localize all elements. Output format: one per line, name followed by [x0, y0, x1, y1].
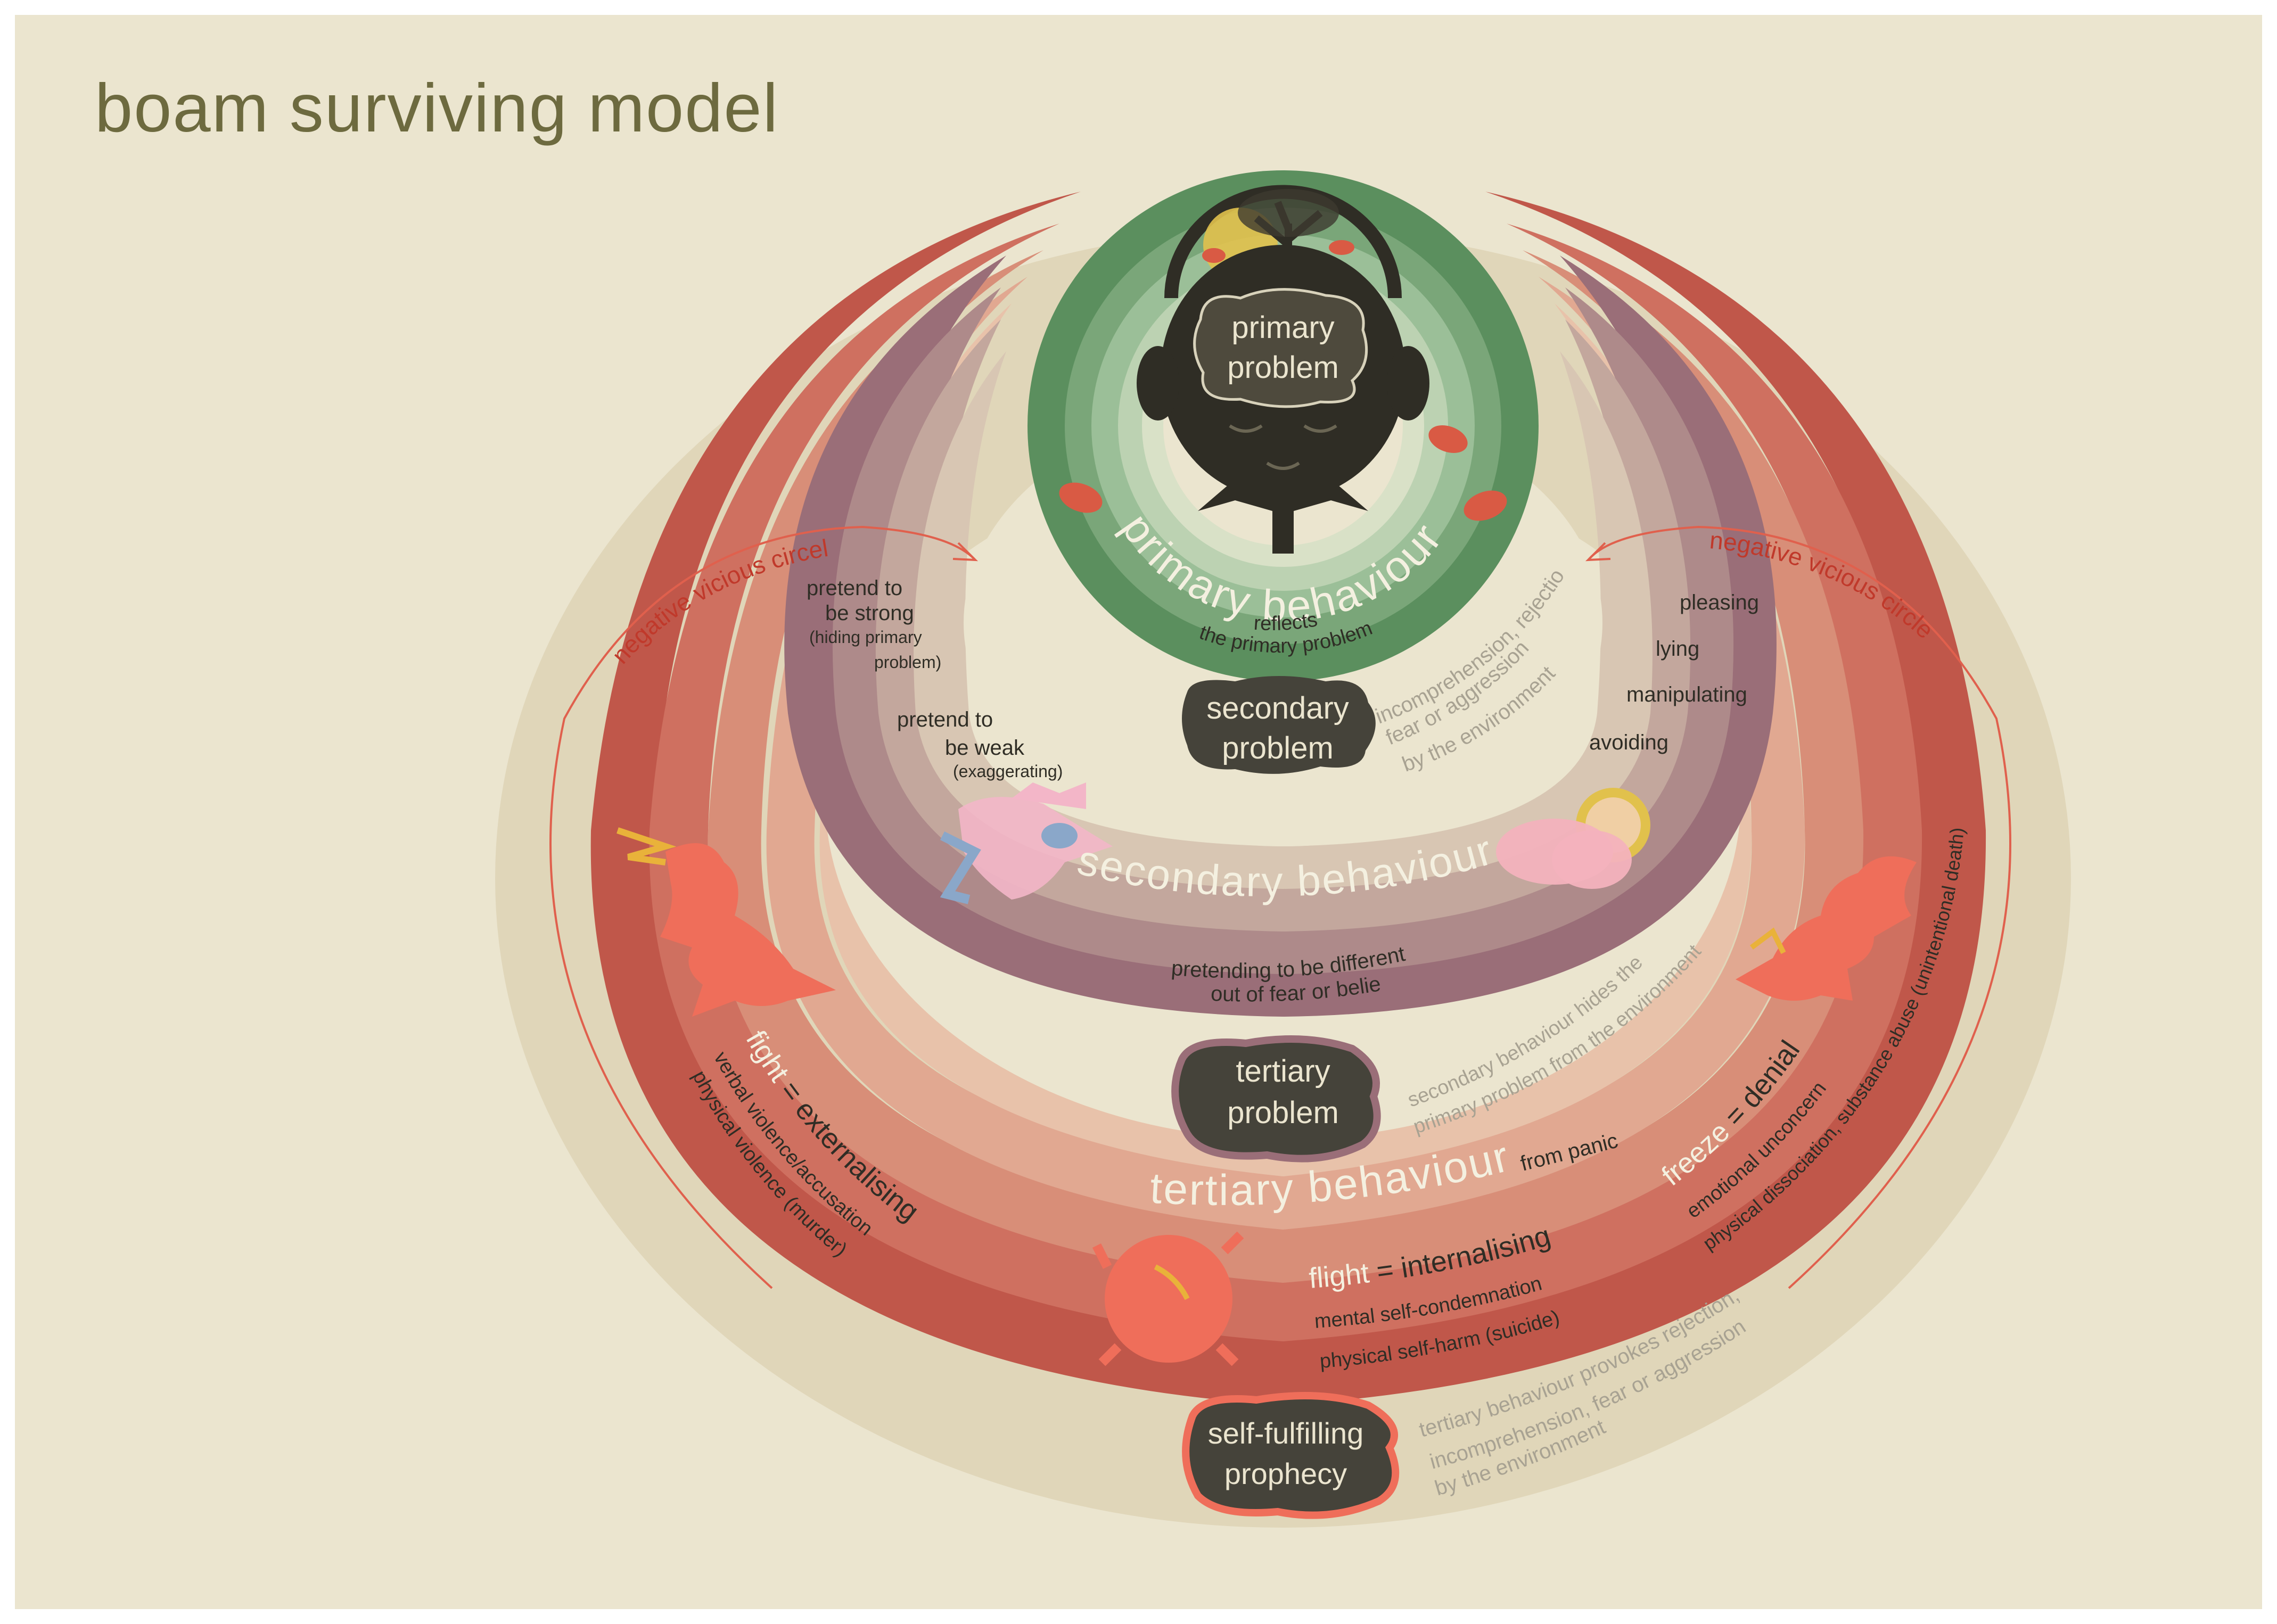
- page-title: boam surviving model: [95, 70, 779, 146]
- secondary-problem-blob: [1182, 676, 1376, 774]
- strategy-pleasing: pleasing: [1680, 591, 1759, 614]
- freeze-dragon-illustration: [1736, 856, 1917, 1001]
- flight-word: flight: [1308, 1257, 1371, 1295]
- self-fulfilling-line-1: self-fulfilling: [1208, 1416, 1364, 1450]
- tertiary-problem-line-1: tertiary: [1236, 1054, 1330, 1089]
- meditating-head-illustration: [1059, 185, 1507, 554]
- strategy-lying: lying: [1656, 637, 1699, 661]
- primary-problem-line-2: problem: [1227, 350, 1339, 385]
- fairy-illustration: [940, 782, 1113, 904]
- tertiary-problem-line-2: problem: [1227, 1095, 1339, 1130]
- strategy-strong-3: (hiding primary: [809, 628, 922, 647]
- fight-dragon-illustration: [616, 827, 836, 1017]
- flight-dragon-illustration: [1092, 1231, 1244, 1366]
- cloud-sun-illustration: [1496, 788, 1650, 889]
- self-fulfilling-line-2: prophecy: [1224, 1457, 1347, 1490]
- vicious-circle-arrow-left: [549, 525, 979, 1289]
- strategy-strong-1: pretend to: [807, 576, 902, 600]
- secondary-problem-line-2: problem: [1222, 731, 1334, 765]
- strategy-strong-2: be strong: [825, 601, 914, 625]
- secondary-problem-line-1: secondary: [1206, 691, 1349, 726]
- self-fulfilling-prophecy-blob: [1182, 1392, 1400, 1519]
- strategy-strong-4: problem): [874, 653, 941, 672]
- vicious-circle-arrow-right: [1585, 525, 2011, 1289]
- strategy-weak-2: be weak: [945, 736, 1025, 760]
- primary-problem-line-1: primary: [1231, 310, 1334, 345]
- right-strategies: pleasing lying manipulating avoiding: [1589, 591, 1759, 754]
- strategy-weak-1: pretend to: [897, 708, 993, 731]
- strategy-weak-3: (exaggerating): [953, 762, 1063, 781]
- primary-behaviour-sub-1: reflects: [1253, 608, 1319, 635]
- strategy-avoiding: avoiding: [1589, 731, 1668, 754]
- left-strategies: pretend to be strong (hiding primary pro…: [807, 576, 1063, 781]
- strategy-manipulating: manipulating: [1626, 683, 1747, 706]
- tertiary-problem-blob: [1171, 1035, 1381, 1163]
- secondary-band: [784, 255, 1777, 1017]
